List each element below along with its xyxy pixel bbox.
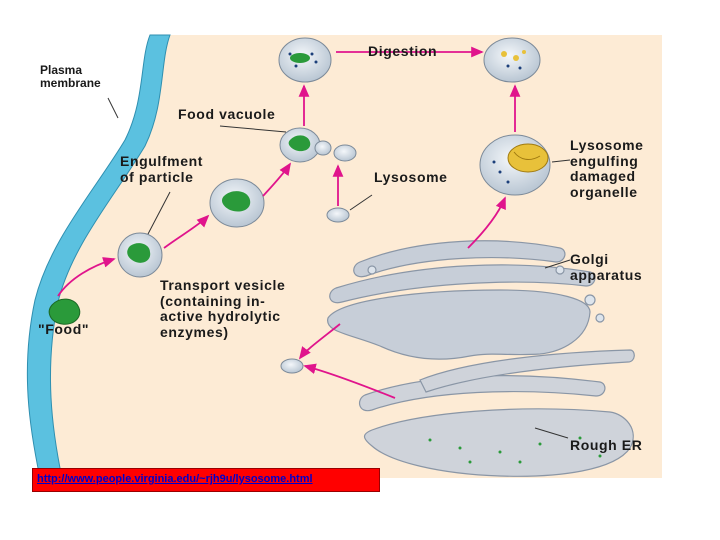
digestion-vesicle-2 bbox=[483, 37, 541, 83]
transport-vesicle bbox=[280, 358, 304, 374]
label-lysosome: Lysosome bbox=[374, 169, 448, 185]
source-url-box: http://www.people.virginia.edu/~rjh9u/ly… bbox=[32, 468, 380, 492]
golgi-apparatus bbox=[327, 240, 605, 360]
label-engulfment: Engulfment of particle bbox=[120, 153, 203, 185]
label-digestion: Digestion bbox=[368, 43, 438, 59]
ribosomes bbox=[428, 436, 602, 464]
label-lysosome-engulfing: Lysosome engulfing damaged organelle bbox=[570, 137, 644, 201]
source-url-link[interactable]: http://www.people.virginia.edu/~rjh9u/ly… bbox=[37, 473, 313, 485]
label-rough-er: Rough ER bbox=[570, 437, 643, 453]
label-food-vacuole: Food vacuole bbox=[178, 106, 276, 122]
lysosome bbox=[326, 207, 350, 223]
label-transport-vesicle: Transport vesicle (containing in- active… bbox=[160, 277, 286, 341]
label-golgi: Golgi apparatus bbox=[570, 251, 643, 283]
food-particle bbox=[48, 298, 81, 325]
leader-lines bbox=[107, 97, 571, 439]
process-arrows bbox=[57, 46, 521, 399]
food-vacuole bbox=[279, 127, 357, 163]
lysosome-engulfing-organelle bbox=[479, 134, 551, 196]
label-plasma-membrane: Plasma membrane bbox=[40, 63, 101, 91]
digestion-vesicle-1 bbox=[278, 37, 332, 83]
rough-er bbox=[358, 349, 635, 477]
engulfment-vesicle bbox=[117, 232, 163, 278]
label-food: "Food" bbox=[38, 321, 90, 337]
food-vesicle bbox=[209, 178, 265, 228]
